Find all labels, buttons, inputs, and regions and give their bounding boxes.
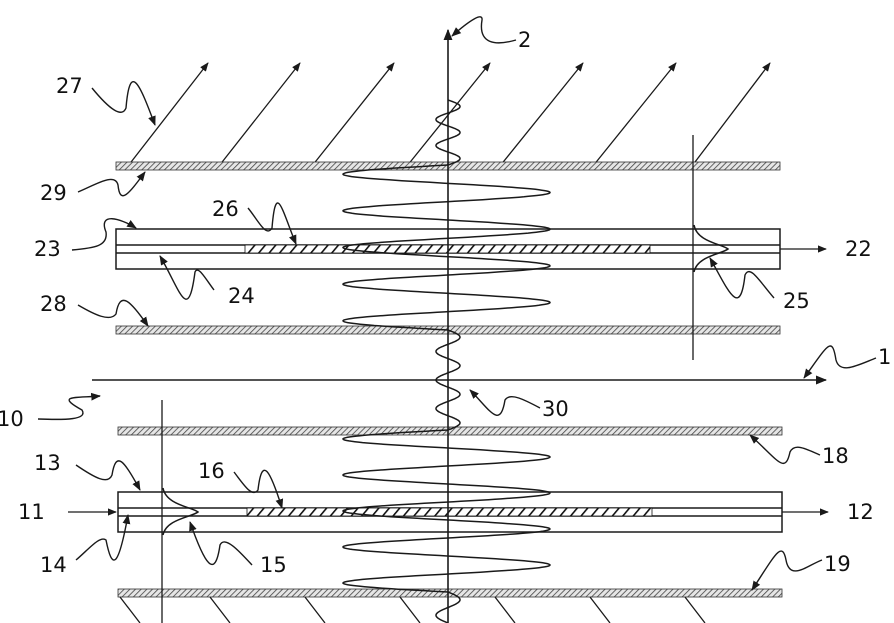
beam-arrow <box>311 62 395 167</box>
beam-arrow <box>218 62 301 167</box>
label-12: 12 <box>847 500 874 524</box>
label-30: 30 <box>542 397 569 421</box>
label-24: 24 <box>228 284 255 308</box>
label-13: 13 <box>34 451 61 475</box>
label-15: 15 <box>260 553 287 577</box>
label-19: 19 <box>824 552 851 576</box>
beam-arrow <box>592 62 677 167</box>
beam-stub <box>119 596 141 623</box>
label-26: 26 <box>212 197 239 221</box>
leader-2 <box>451 16 517 44</box>
leader-24 <box>159 255 215 300</box>
beam-stub <box>399 596 421 623</box>
leader-25 <box>709 257 775 299</box>
beam-stub <box>494 596 516 623</box>
lower-waveguide <box>117 491 783 533</box>
label-11: 11 <box>18 500 45 524</box>
beam-arrow <box>499 62 584 167</box>
leader-13 <box>75 460 141 491</box>
emitted-beams-top <box>127 62 771 167</box>
leader-lines <box>37 16 877 591</box>
label-2: 2 <box>518 28 531 52</box>
label-14: 14 <box>40 553 67 577</box>
beam-stub <box>304 596 326 623</box>
leader-1 <box>803 345 877 379</box>
label-25: 25 <box>783 289 810 313</box>
leader-27 <box>91 81 156 126</box>
leader-15 <box>189 521 253 566</box>
reference-labels: 2 27 29 26 23 22 24 25 28 1 10 30 18 13 … <box>0 28 891 577</box>
upper-mode-profile <box>693 224 730 273</box>
beam-stub <box>684 596 706 623</box>
leader-19 <box>751 550 823 591</box>
leader-16 <box>233 469 284 509</box>
emitted-beams-bottom <box>119 596 706 623</box>
beam-stub <box>589 596 611 623</box>
lower-grating <box>246 507 653 517</box>
leader-18 <box>749 434 821 465</box>
leader-30 <box>469 389 541 416</box>
label-28: 28 <box>40 292 67 316</box>
beam-stub <box>209 596 231 623</box>
label-16: 16 <box>198 459 225 483</box>
label-10: 10 <box>0 407 24 431</box>
beam-arrow <box>127 62 209 167</box>
leader-26 <box>247 202 297 245</box>
interference-wave <box>342 99 551 623</box>
leader-10 <box>37 392 101 421</box>
label-23: 23 <box>34 237 61 261</box>
leader-14 <box>75 514 131 561</box>
label-18: 18 <box>822 444 849 468</box>
lower-top-cladding <box>117 426 783 436</box>
leader-23 <box>71 218 137 251</box>
leader-29 <box>77 171 146 197</box>
label-29: 29 <box>40 181 67 205</box>
label-22: 22 <box>845 237 872 261</box>
beam-arrow <box>691 62 771 167</box>
lower-mode-profile <box>162 487 200 536</box>
leader-28 <box>77 299 149 327</box>
label-1: 1 <box>878 345 891 369</box>
label-27: 27 <box>56 74 83 98</box>
